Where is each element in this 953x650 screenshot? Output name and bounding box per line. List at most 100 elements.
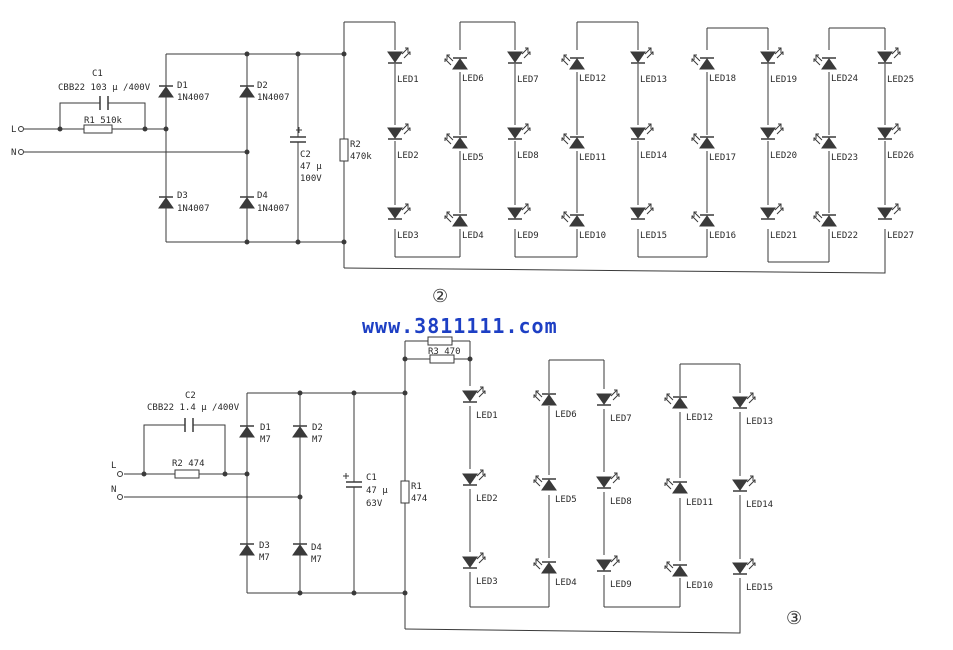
led-symbol [507, 123, 531, 140]
led-label: LED3 [476, 577, 498, 587]
d4-ref: D4 [257, 191, 268, 201]
r3-label: R3 470 [428, 347, 461, 357]
terminal-l-circle [18, 126, 24, 132]
led-symbol [561, 133, 585, 149]
led-label: LED14 [746, 500, 773, 510]
led-label: LED11 [686, 498, 713, 508]
led-label: LED15 [746, 583, 773, 593]
led-label: LED23 [831, 153, 858, 163]
capacitor-c1 [99, 96, 109, 110]
d3-part: 1N4007 [177, 204, 210, 214]
c1-value1: 47 μ [366, 486, 388, 496]
diagram3-junctions [141, 356, 473, 596]
led-symbol [596, 472, 620, 489]
led-symbol [561, 54, 585, 70]
resistor-top [427, 336, 453, 346]
led-symbol [444, 211, 468, 227]
led-symbol [444, 54, 468, 70]
r2-value: 470k [350, 152, 372, 162]
led-label: LED17 [709, 153, 736, 163]
watermark-text: www.3811111.com [362, 314, 558, 338]
diagram3-wiring [124, 340, 741, 634]
capacitor-c2 [184, 418, 194, 432]
led-symbol [813, 211, 837, 227]
led-label: LED7 [610, 414, 632, 424]
led-symbol [877, 47, 901, 64]
led-label: LED4 [462, 231, 484, 241]
d4-ref: D4 [311, 543, 322, 553]
d4-part: M7 [311, 555, 322, 565]
led-label: LED4 [555, 578, 577, 588]
led-symbol [732, 475, 756, 492]
led-symbol [760, 123, 784, 140]
led-symbol [691, 211, 715, 227]
led-symbol [596, 389, 620, 406]
led-label: LED9 [517, 231, 539, 241]
led-symbol [813, 133, 837, 149]
led-label: LED9 [610, 580, 632, 590]
led-symbol [664, 393, 688, 409]
led-label: LED25 [887, 75, 914, 85]
r1-value: 474 [411, 494, 427, 504]
diode-d3 [239, 543, 255, 556]
led-symbol [444, 133, 468, 149]
led-symbol [507, 203, 531, 220]
diode-d4 [239, 196, 255, 209]
diode-d1 [239, 425, 255, 438]
led-symbol [507, 47, 531, 64]
led-label: LED5 [462, 153, 484, 163]
diagram2-leds: LED1LED2LED3LED6LED5LED4LED7LED8LED9LED1… [387, 47, 914, 241]
diode-d4 [292, 543, 308, 556]
c1-value: CBB22 103 μ /400V [58, 83, 151, 93]
diagram2-number: ② [432, 286, 448, 307]
led-symbol [462, 386, 486, 403]
led-label: LED2 [476, 494, 498, 504]
resistor-r2 [339, 138, 349, 162]
capacitor-c1 [343, 473, 362, 488]
led-label: LED10 [686, 581, 713, 591]
led-label: LED19 [770, 75, 797, 85]
c2-value1: 47 μ [300, 162, 322, 172]
led-label: LED8 [517, 151, 539, 161]
terminal-n-circle [18, 149, 24, 155]
led-label: LED21 [770, 231, 797, 241]
led-label: LED1 [476, 411, 498, 421]
d2-part: M7 [312, 435, 323, 445]
led-label: LED2 [397, 151, 419, 161]
c1-value2: 63V [366, 499, 383, 509]
c2-ref: C2 [185, 391, 196, 401]
led-symbol [691, 133, 715, 149]
led-label: LED27 [887, 231, 914, 241]
led-symbol [630, 203, 654, 220]
diode-d2 [292, 425, 308, 438]
diagram3-leds: LED1LED2LED3LED6LED5LED4LED7LED8LED9LED1… [462, 386, 773, 593]
diode-d1 [158, 85, 174, 98]
led-symbol [760, 203, 784, 220]
led-symbol [462, 552, 486, 569]
resistor-r2 [174, 469, 200, 479]
led-symbol [664, 561, 688, 577]
c1-ref: C1 [92, 69, 103, 79]
diagram3-number: ③ [786, 608, 802, 629]
capacitor-c2 [290, 127, 306, 143]
led-label: LED22 [831, 231, 858, 241]
resistor-r1 [400, 480, 410, 504]
c2-value: CBB22 1.4 μ /400V [147, 403, 240, 413]
c2-value2: 100V [300, 174, 322, 184]
led-symbol [877, 123, 901, 140]
led-symbol [691, 54, 715, 70]
led-label: LED10 [579, 231, 606, 241]
led-label: LED6 [462, 74, 484, 84]
led-label: LED6 [555, 410, 577, 420]
led-label: LED20 [770, 151, 797, 161]
d3-ref: D3 [177, 191, 188, 201]
c1-ref: C1 [366, 473, 377, 483]
led-symbol [387, 47, 411, 64]
led-label: LED15 [640, 231, 667, 241]
d1-ref: D1 [260, 423, 271, 433]
led-symbol [387, 123, 411, 140]
led-symbol [732, 392, 756, 409]
led-symbol [596, 555, 620, 572]
led-label: LED18 [709, 74, 736, 84]
